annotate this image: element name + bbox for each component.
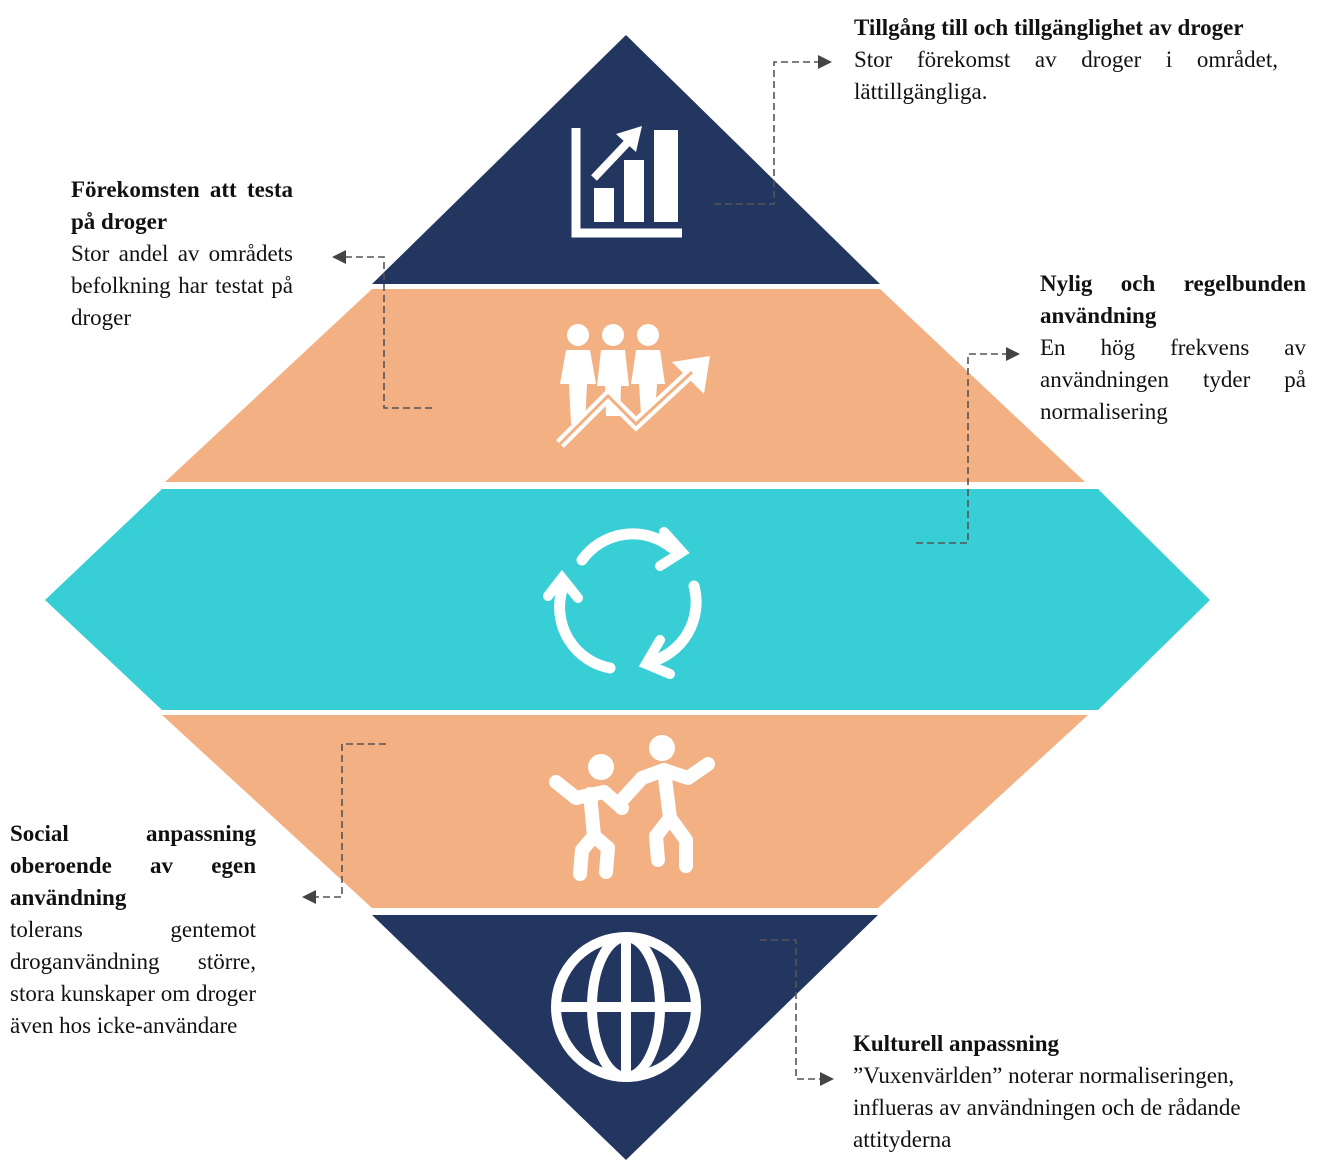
globe-icon [551,932,701,1082]
label-regular-use-title: Nylig och regelbunden användning [1040,271,1306,328]
label-trying: Förekomsten att testa på droger Stor and… [71,174,293,334]
label-trying-body: Stor andel av områdets befolkning har te… [71,241,293,330]
dancing-people-icon [549,735,715,881]
connector-cultural [760,939,834,1086]
label-cultural-title: Kulturell anpassning [853,1031,1060,1056]
connector-trying [332,250,432,409]
label-regular-use: Nylig och regelbunden användning En hög … [1040,268,1306,428]
label-regular-use-body: En hög frekvens av användningen tyder på… [1040,335,1306,424]
connector-social [302,743,386,904]
label-social: Social anpassning oberoende av egen anvä… [10,818,256,1042]
label-cultural-body: ”Vuxenvärlden” noterar normaliseringen, … [853,1063,1241,1152]
cycle-arrows-icon [543,527,702,679]
layer-middle [45,489,1210,710]
label-trying-title: Förekomsten att testa på droger [71,177,293,234]
label-social-body: tolerans gentemot droganvändning större,… [10,917,256,1038]
label-availability-title: Tillgång till och tillgänglighet av drog… [854,15,1244,40]
connector-availability [714,55,832,205]
bar-chart-growth-icon [571,126,682,238]
layer-top [372,35,880,284]
label-availability: Tillgång till och tillgänglighet av drog… [854,12,1278,108]
label-social-title: Social anpassning oberoende av egen anvä… [10,821,256,910]
label-cultural: Kulturell anpassning ”Vuxenvärlden” note… [853,1028,1305,1156]
connector-regular-use [916,347,1020,544]
label-availability-body: Stor förekomst av droger i området, lätt… [854,47,1278,104]
people-trend-up-icon [556,324,710,448]
